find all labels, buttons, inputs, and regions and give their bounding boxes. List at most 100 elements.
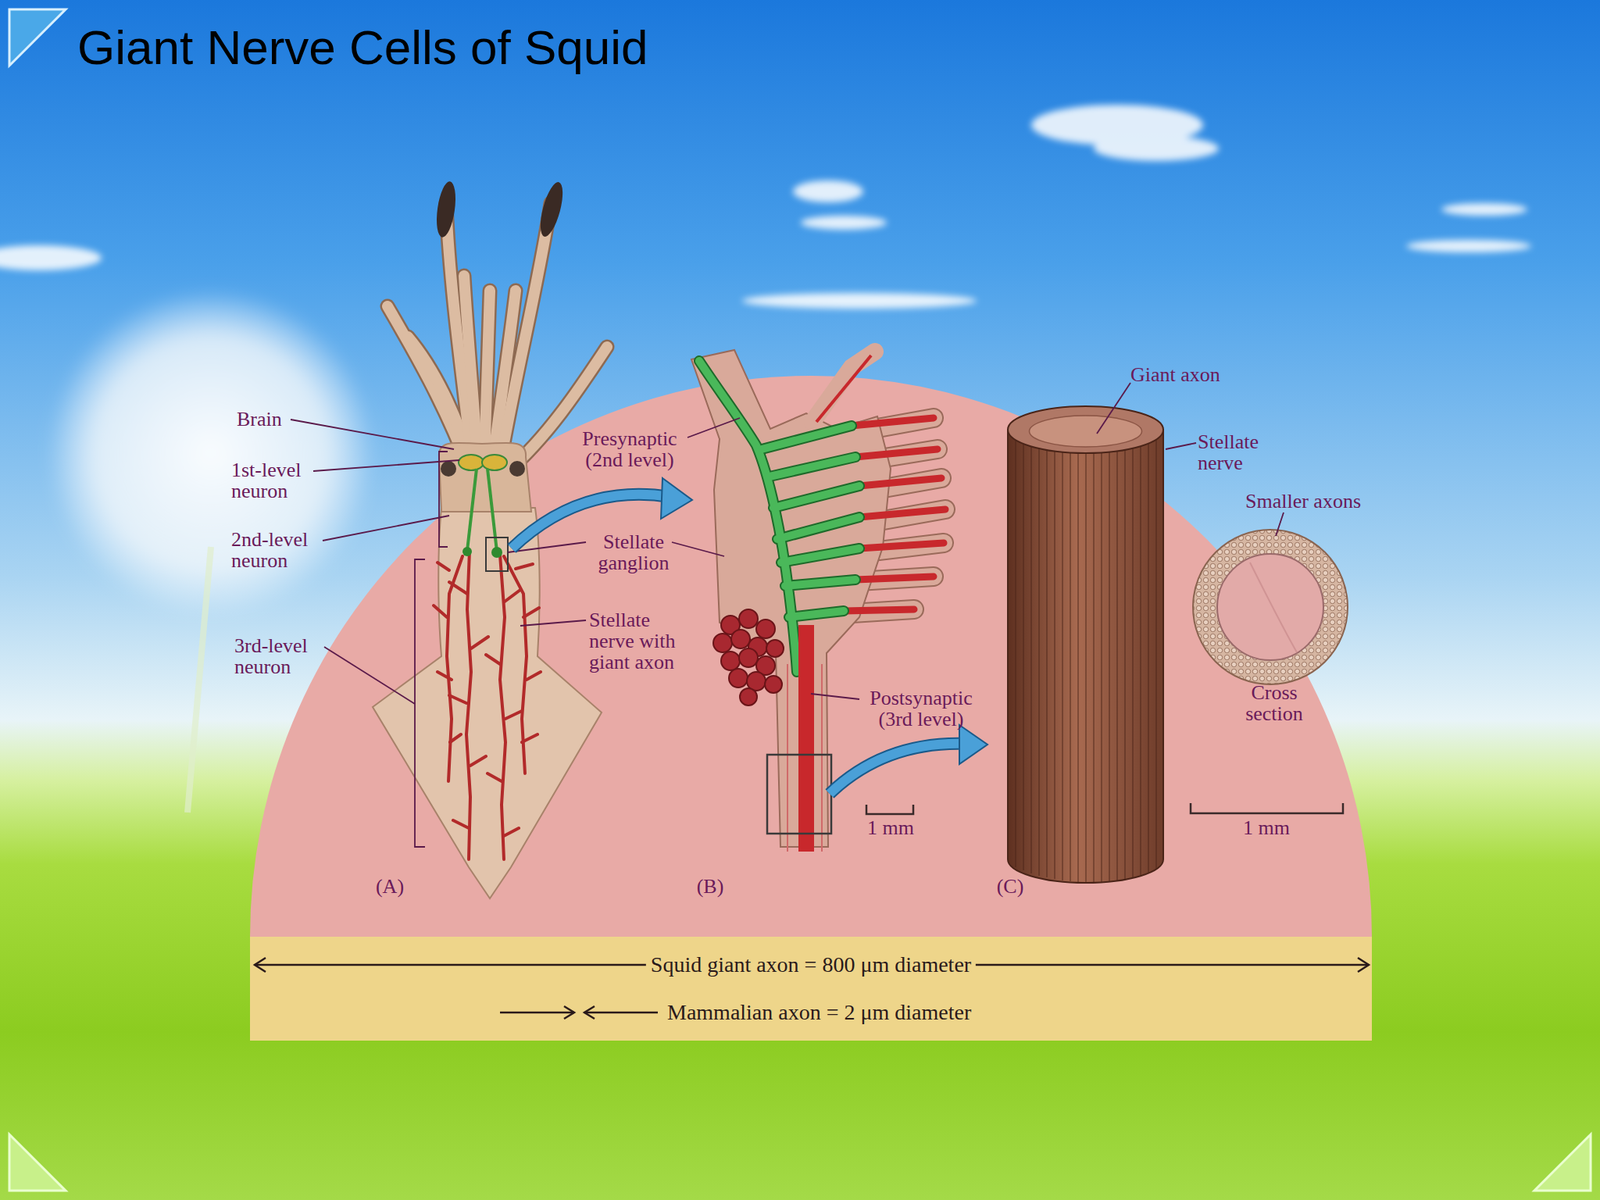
ganglion-detail — [859, 509, 946, 518]
part-label: Presynaptic (2nd level) — [567, 428, 693, 471]
dimension-arrow — [500, 1011, 658, 1015]
scale-bar — [1190, 803, 1343, 814]
ganglion-detail — [728, 668, 748, 688]
squid — [484, 290, 490, 465]
dimension-band: Squid giant axon = 800 μm diameterMammal… — [250, 936, 1372, 1041]
squid — [462, 546, 472, 557]
axon-cylinder — [1007, 406, 1164, 883]
dimension-arrow — [584, 1006, 595, 1019]
cross-section — [1192, 529, 1348, 685]
dandelion — [187, 546, 211, 813]
squid — [515, 564, 541, 743]
leader-lines — [439, 451, 448, 547]
ganglion-detail — [764, 675, 783, 693]
scale-bar — [866, 803, 1343, 815]
dimension-text: Mammalian axon = 2 μm diameter — [662, 1000, 976, 1025]
ganglion-detail — [851, 417, 934, 426]
squid — [446, 556, 463, 782]
background — [742, 292, 977, 309]
leader-lines — [671, 542, 725, 557]
background — [1093, 135, 1219, 161]
zoom-arrow — [959, 725, 988, 765]
part-label: Giant axon — [1130, 364, 1221, 386]
squid — [509, 460, 525, 477]
leader-lines — [313, 460, 460, 472]
slide-title: Giant Nerve Cells of Squid — [77, 23, 649, 72]
squid — [487, 468, 497, 552]
ganglion-detail — [699, 360, 797, 672]
background — [0, 245, 102, 271]
ganglion-detail — [699, 360, 860, 672]
part-label: 1st-level neuron — [231, 459, 325, 502]
squid — [433, 550, 541, 860]
leader-lines — [290, 419, 454, 450]
leader-lines — [1275, 512, 1284, 536]
part-label: 2nd-level neuron — [231, 528, 325, 572]
dimension-text: Squid giant axon = 800 μm diameter — [646, 952, 976, 978]
background — [1441, 203, 1528, 216]
background — [800, 215, 887, 230]
cross-section — [1217, 553, 1324, 661]
ganglion-detail — [859, 478, 942, 486]
ganglion-detail — [816, 355, 872, 422]
ganglion-detail — [713, 633, 733, 653]
squid — [449, 582, 489, 829]
ganglion-detail — [761, 425, 852, 450]
background — [1406, 239, 1532, 253]
axon-cylinder — [1007, 429, 1164, 883]
leader-lines — [485, 537, 508, 572]
leader-lines — [520, 620, 586, 626]
squid — [439, 442, 532, 512]
squid — [440, 460, 457, 477]
squid — [491, 546, 503, 558]
ganglion-detail — [731, 629, 750, 649]
panel-letter: (B) — [696, 875, 725, 897]
ganglion-detail — [739, 648, 758, 668]
zoom-arrow — [511, 478, 988, 794]
ganglion-detail — [789, 610, 844, 618]
cross-section — [1250, 562, 1297, 653]
ganglion-detail — [739, 609, 758, 629]
ganglion-detail — [761, 425, 852, 450]
corner-mark — [9, 9, 66, 66]
cross-section — [1192, 529, 1348, 685]
background — [792, 180, 864, 203]
ganglion-detail — [739, 688, 758, 706]
ganglion-detail — [691, 350, 946, 852]
axon-cylinder — [1015, 437, 1157, 883]
corner-mark — [1534, 1134, 1591, 1191]
dimension-arrow — [564, 1006, 575, 1019]
ganglion-detail — [859, 542, 944, 549]
squid — [387, 203, 608, 473]
scale-bar — [866, 804, 914, 815]
panel — [250, 936, 1372, 1041]
part-label: Stellate nerve — [1197, 431, 1284, 474]
ganglion-detail — [781, 548, 860, 563]
leader-lines — [687, 417, 740, 438]
ganglion-detail — [756, 619, 775, 639]
panel-letter: (C) — [996, 875, 1025, 897]
leader-lines — [414, 559, 425, 847]
squid — [387, 203, 608, 473]
squid — [458, 454, 484, 471]
ganglion-detail — [699, 360, 860, 672]
squid — [500, 203, 551, 465]
ganglion-detail — [843, 609, 915, 611]
part-label: Brain — [236, 408, 283, 430]
ganglion-detail — [713, 609, 784, 706]
ganglion-detail — [777, 517, 860, 540]
axon-cylinder — [1029, 415, 1143, 447]
squid — [464, 275, 479, 465]
part-label: Cross section — [1231, 682, 1318, 725]
part-label: Stellate nerve with giant axon — [589, 609, 699, 673]
leader-lines — [322, 515, 450, 541]
squid — [433, 180, 459, 239]
ganglion-detail — [767, 754, 832, 834]
part-label: Postsynaptic (3rd level) — [857, 687, 986, 730]
part-label: Stellate ganglion — [586, 531, 681, 574]
ganglion-detail — [773, 485, 860, 508]
squid — [482, 454, 508, 471]
ganglion-detail — [721, 651, 740, 671]
